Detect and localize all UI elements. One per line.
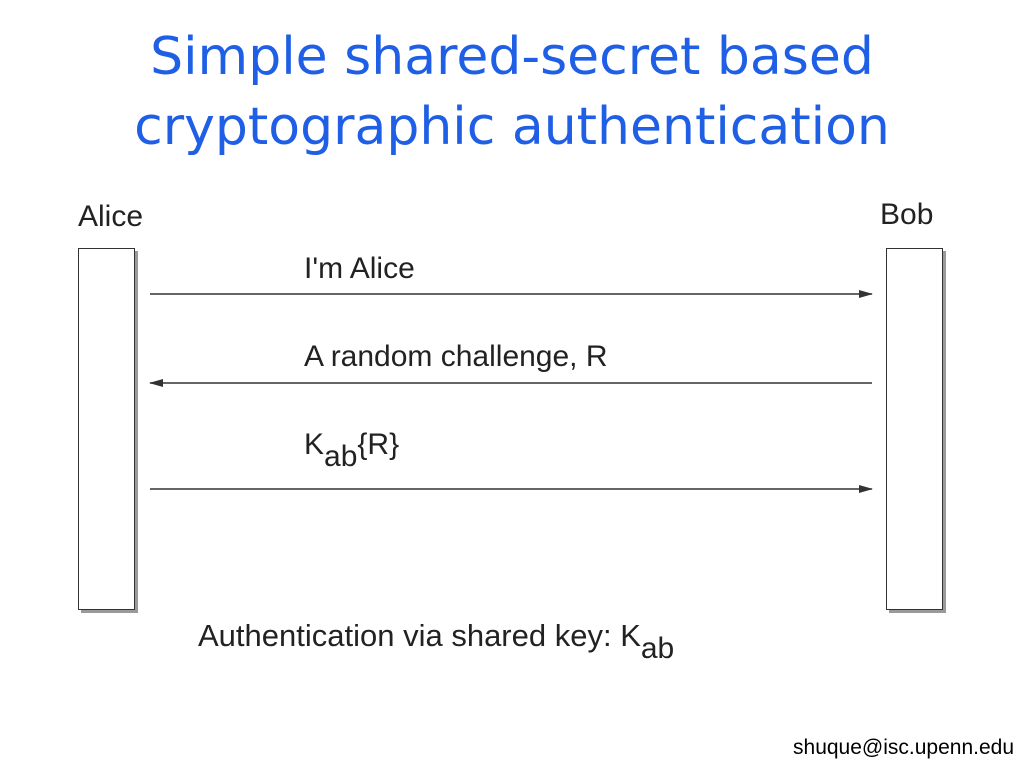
bob-lifeline-box xyxy=(886,248,943,610)
caption-subscript: ab xyxy=(640,632,675,665)
message-encrypted-challenge: Kab{R} xyxy=(304,428,400,473)
message-random-challenge: A random challenge, R xyxy=(304,340,608,373)
message-key-payload: {R} xyxy=(357,428,400,461)
message-im-alice: I'm Alice xyxy=(304,252,415,285)
title-line-1: Simple shared-secret based xyxy=(150,27,874,87)
footer-email: shuque@isc.upenn.edu xyxy=(793,736,1014,759)
caption-text: Authentication via shared key: K xyxy=(198,618,641,653)
message-key-letter: K xyxy=(304,428,325,461)
message-key-subscript: ab xyxy=(324,440,358,473)
actor-bob-label: Bob xyxy=(880,198,934,231)
page-title: Simple shared-secret based cryptographic… xyxy=(0,22,1024,162)
title-line-2: cryptographic authentication xyxy=(134,97,890,157)
actor-alice-label: Alice xyxy=(78,200,144,233)
alice-lifeline-box xyxy=(78,248,135,610)
diagram-caption: Authentication via shared key: Kab xyxy=(198,618,674,665)
